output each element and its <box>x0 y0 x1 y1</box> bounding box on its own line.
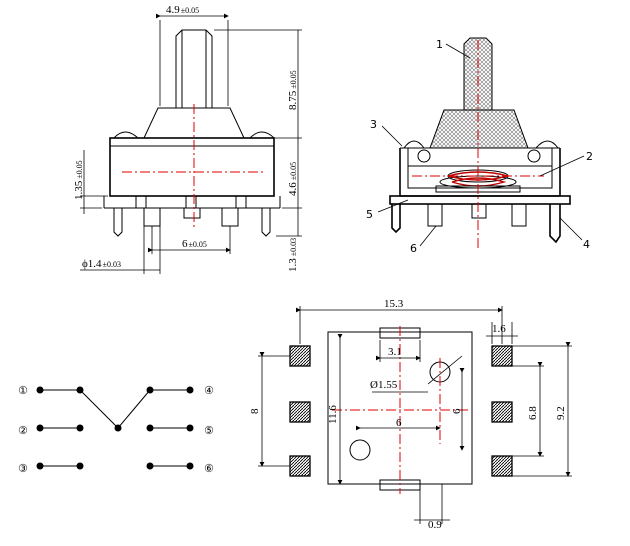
svg-text:1.3±0.03: 1.3 ±0.03 <box>287 238 299 272</box>
dim-body-height-tol: ±0.05 <box>289 162 298 180</box>
dim-pin-pitch: 6 <box>182 238 188 250</box>
dim-base-tol: ±0.05 <box>75 160 84 178</box>
dim-base: 1.35 <box>73 180 85 200</box>
pin-3-label: ③ <box>18 462 28 475</box>
section-view: 1 2 3 4 5 6 <box>366 37 593 255</box>
dim-slot-gap: 0.9 <box>428 519 442 531</box>
dim-slot-width: 3.1 <box>388 346 402 358</box>
callout-5: 5 <box>366 208 373 221</box>
dim-width-tol: ±0.05 <box>181 6 199 15</box>
callout-1: 1 <box>436 38 443 51</box>
dim-pin-length: 1.3 <box>287 258 299 272</box>
dim-right-outer: 9.2 <box>555 406 567 420</box>
dim-shaft-height-tol: ±0.05 <box>289 70 298 88</box>
dim-left-span: 8 <box>249 408 261 414</box>
callout-6: 6 <box>410 242 417 255</box>
svg-text:ϕ1.4±0.03: ϕ1.4±0.03 <box>82 258 121 270</box>
dim-shaft-height: 8.75 <box>287 90 299 110</box>
pin-2-label: ② <box>18 424 28 437</box>
pcb-footprint: 15.3 1.6 3.1 Ø1.55 8 11.6 6 6 6.8 <box>249 298 572 531</box>
dim-pad-width: 1.6 <box>492 323 506 335</box>
callout-3: 3 <box>370 118 377 131</box>
front-view: 4.9±0.05 8.75±0.05 4.6±0.05 1.3±0.03 1.3… <box>73 4 302 274</box>
dim-width: 4.9 <box>166 4 180 16</box>
switch-schematic: ① ② ③ ④ ⑤ ⑥ <box>18 384 214 475</box>
svg-text:1.35±0.05: 1.35 ±0.05 <box>73 160 85 200</box>
dim-total-width: 15.3 <box>384 298 404 310</box>
dim-peg-dia-tol: ±0.03 <box>103 260 121 269</box>
pin-6-label: ⑥ <box>204 462 214 475</box>
dim-pin-pitch-tol: ±0.05 <box>189 240 207 249</box>
callout-2: 2 <box>586 150 593 163</box>
dim-hole-spacing-h: 6 <box>396 417 402 429</box>
svg-text:4.9±0.05: 4.9±0.05 <box>166 4 199 16</box>
svg-text:4.6±0.05: 4.6 ±0.05 <box>287 162 299 196</box>
callout-4: 4 <box>583 238 590 251</box>
pin-4-label: ④ <box>204 384 214 397</box>
pin-1-label: ① <box>18 384 28 397</box>
dim-body-height: 4.6 <box>287 182 299 196</box>
dim-height: 11.6 <box>327 405 339 424</box>
pin-5-label: ⑤ <box>204 424 214 437</box>
dim-hole-dia: Ø1.55 <box>370 379 398 391</box>
svg-text:8.75±0.05: 8.75 ±0.05 <box>287 70 299 110</box>
dim-right-inner: 6.8 <box>527 406 539 420</box>
svg-text:6±0.05: 6±0.05 <box>182 238 207 250</box>
dim-peg-dia: ϕ1.4 <box>82 258 102 270</box>
dim-pin-length-tol: ±0.03 <box>289 238 298 256</box>
dim-hole-spacing-v: 6 <box>451 408 463 414</box>
